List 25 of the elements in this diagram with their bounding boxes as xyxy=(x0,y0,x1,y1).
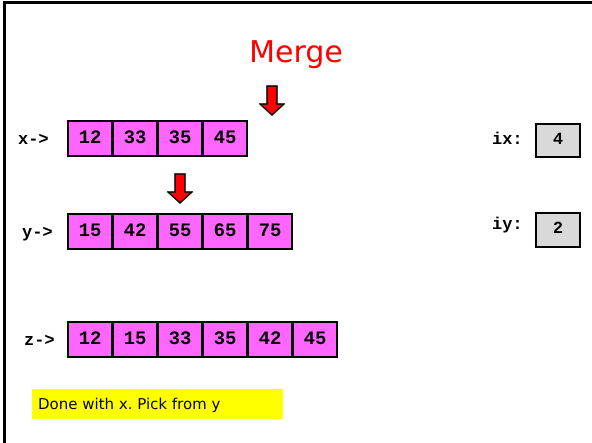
array-cell: 45 xyxy=(292,321,338,358)
array-cell: 33 xyxy=(157,321,203,358)
pointer-label: z-> xyxy=(24,331,55,353)
array-cell: 12 xyxy=(67,321,113,358)
pointer-label: y-> xyxy=(22,223,53,245)
array-cell: 15 xyxy=(112,321,158,358)
array-cell: 45 xyxy=(202,120,248,157)
pointer-arrow xyxy=(167,173,193,204)
array-cell: 42 xyxy=(112,213,158,250)
array-cell: 33 xyxy=(112,120,158,157)
array-cell: 75 xyxy=(247,213,293,250)
array-cell: 12 xyxy=(67,120,113,157)
array-cell: 42 xyxy=(247,321,293,358)
array-cell: 65 xyxy=(202,213,248,250)
array-cell: 15 xyxy=(67,213,113,250)
note-box: Done with x. Pick from y xyxy=(32,389,283,419)
variable-box: 2 xyxy=(535,212,581,248)
variable-label: ix: xyxy=(492,130,523,152)
array-cell: 35 xyxy=(157,120,203,157)
variable-label: iy: xyxy=(492,215,523,237)
pointer-label: x-> xyxy=(18,130,49,152)
variable-box: 4 xyxy=(535,123,581,158)
array-cell: 55 xyxy=(157,213,203,250)
array-cell: 35 xyxy=(202,321,248,358)
title: Merge xyxy=(248,34,344,72)
